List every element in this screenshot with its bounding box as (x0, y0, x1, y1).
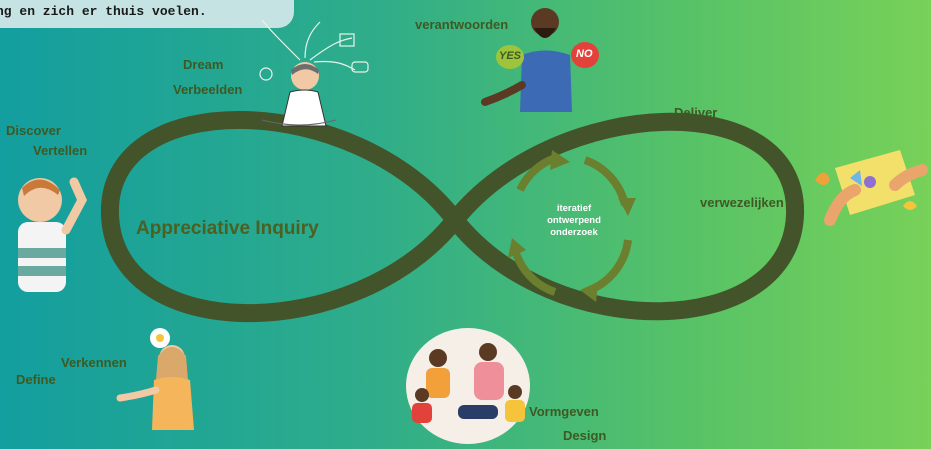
infinity-loop (100, 111, 805, 323)
person-verantwoorden-icon (481, 8, 599, 112)
label-define: Define (16, 372, 56, 387)
person-dream-icon (261, 62, 337, 127)
label-discover: Discover (6, 123, 61, 138)
label-vertellen: Vertellen (33, 143, 88, 158)
label-verwezelijken: verwezelijken (700, 195, 784, 210)
label-verkennen: Verkennen (61, 355, 127, 370)
diagram-title: Appreciative Inquiry (136, 218, 319, 239)
label-dream: Dream (183, 57, 224, 72)
label-vormgeven: Vormgeven (529, 404, 599, 419)
label-deliver: Deliver (674, 105, 718, 120)
group-vormgeven-icon (406, 328, 530, 444)
cycle-arrowheads (508, 150, 636, 302)
label-design: Design (563, 428, 607, 443)
person-define-icon (116, 328, 194, 430)
banner-text: ng en zich er thuis voelen. (0, 0, 294, 28)
dream-doodles-icon (259, 19, 369, 81)
label-verantwoorden: verantwoorden (415, 17, 509, 32)
hands-crafting-icon (815, 150, 928, 226)
cycle-text-1: iteratief (556, 203, 592, 214)
label-verbeelden: Verbeelden (173, 82, 243, 97)
label-yes: YES (499, 50, 522, 62)
person-discover-icon (18, 177, 88, 292)
cycle-text-2: ontwerpend (547, 215, 601, 226)
label-no: NO (576, 48, 593, 60)
cycle-text-3: onderzoek (550, 227, 598, 238)
